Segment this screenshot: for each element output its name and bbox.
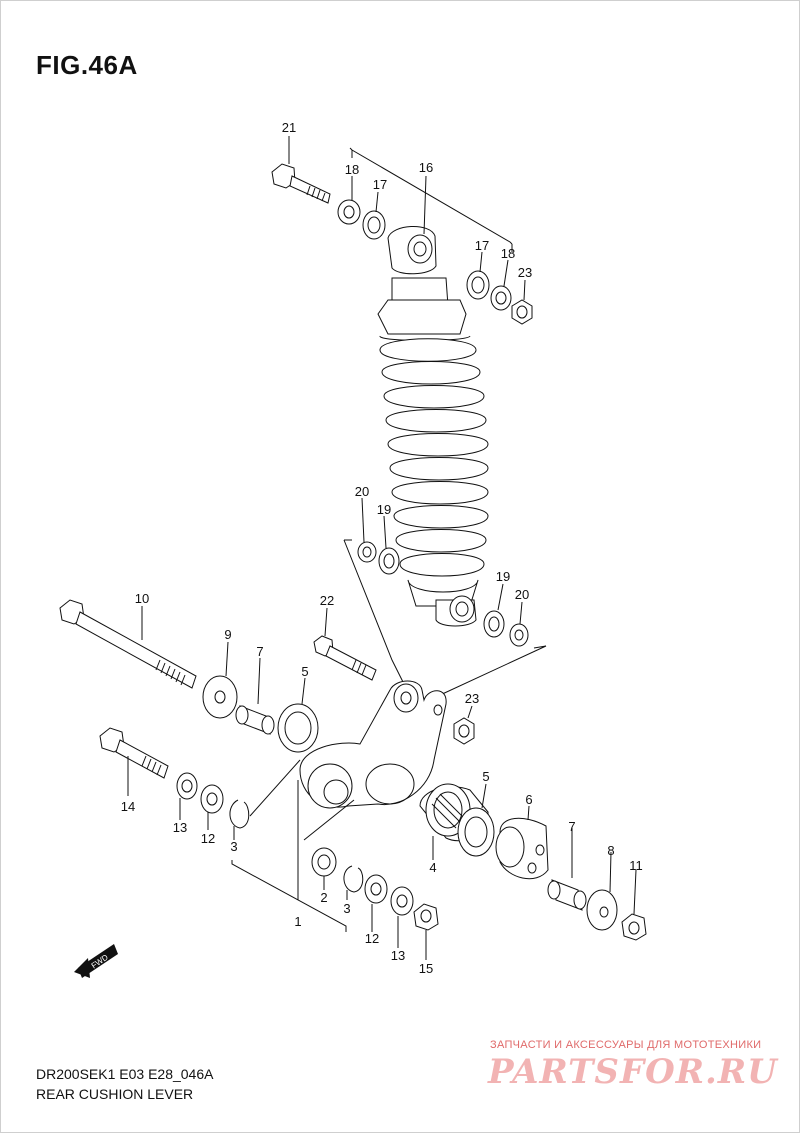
- callout-23-b: 23: [465, 691, 479, 706]
- cushion-lever-1: [299, 680, 447, 809]
- callout-19-b: 19: [496, 569, 510, 584]
- callout-17-b: 17: [475, 238, 489, 253]
- callout-2: 2: [320, 890, 327, 905]
- collar-7-lower: [547, 879, 587, 911]
- callout-18-a: 18: [345, 162, 359, 177]
- callout-4: 4: [429, 860, 436, 875]
- circlip-3-left: [229, 799, 250, 829]
- nut-13-right: [390, 886, 414, 916]
- washer-12-right: [364, 874, 388, 904]
- figure-title: FIG.46A: [36, 50, 138, 80]
- washer-20-lower-right: [509, 623, 529, 647]
- bolt-10: [59, 599, 197, 689]
- callout-8: 8: [607, 843, 614, 858]
- callout-6: 6: [525, 792, 532, 807]
- fwd-arrow-icon: FWD: [74, 944, 118, 978]
- watermark-tagline: ЗАПЧАСТИ И АКСЕССУАРЫ ДЛЯ МОТОТЕХНИКИ: [490, 1039, 762, 1051]
- nut-18-upper-left: [337, 199, 361, 225]
- callout-16: 16: [419, 160, 433, 175]
- washer-17-upper-left: [362, 210, 386, 240]
- bolt-21: [271, 163, 331, 204]
- callout-5-b: 5: [482, 769, 489, 784]
- callout-3-b: 3: [343, 901, 350, 916]
- spacer-6: [495, 817, 549, 880]
- circlip-3-right: [343, 865, 364, 893]
- nut-23-lower: [453, 717, 475, 745]
- callout-13-a: 13: [173, 820, 187, 835]
- callout-7-b: 7: [568, 819, 575, 834]
- callout-13-b: 13: [391, 948, 405, 963]
- nut-15: [413, 903, 439, 931]
- diagram-code: DR200SEK1 E03 E28_046A: [36, 1066, 214, 1082]
- callout-12-a: 12: [201, 831, 215, 846]
- watermark-logo: PARTSFOR.RU: [488, 1052, 778, 1092]
- washer-20-lower-left: [357, 541, 377, 563]
- oil-seal-5-lower: [457, 807, 495, 857]
- washer-12-left: [200, 784, 224, 814]
- nut-18-upper-right: [490, 285, 512, 311]
- washer-9: [202, 675, 238, 719]
- callout-20-b: 20: [515, 587, 529, 602]
- callout-12-b: 12: [365, 931, 379, 946]
- callout-1: 1: [294, 914, 301, 929]
- oil-seal-5-upper: [277, 703, 319, 753]
- washer-8: [586, 889, 618, 931]
- callout-3-a: 3: [230, 839, 237, 854]
- washer-19-lower-right: [483, 610, 505, 638]
- callout-5-a: 5: [301, 664, 308, 679]
- collar-7-upper: [235, 705, 275, 735]
- diagram-name: REAR CUSHION LEVER: [36, 1086, 194, 1102]
- callout-23-a: 23: [518, 265, 532, 280]
- bolt-22: [313, 635, 377, 681]
- callout-9: 9: [224, 627, 231, 642]
- nut-13-left: [176, 772, 198, 800]
- callout-20-a: 20: [355, 484, 369, 499]
- callout-11: 11: [629, 858, 643, 873]
- callout-21: 21: [282, 120, 296, 135]
- callout-7-a: 7: [256, 644, 263, 659]
- callout-14: 14: [121, 799, 135, 814]
- nut-11: [621, 913, 647, 941]
- callout-10: 10: [135, 591, 149, 606]
- shock-absorber-16: [377, 225, 489, 627]
- callout-22: 22: [320, 593, 334, 608]
- callout-15: 15: [419, 961, 433, 976]
- callout-17-a: 17: [373, 177, 387, 192]
- callout-18-b: 18: [501, 246, 515, 261]
- washer-17-upper-right: [466, 270, 490, 300]
- washer-19-lower-left: [378, 547, 400, 575]
- bolt-14: [99, 727, 169, 779]
- collar-2: [311, 847, 337, 877]
- nut-23-upper: [511, 299, 533, 325]
- callout-19-a: 19: [377, 502, 391, 517]
